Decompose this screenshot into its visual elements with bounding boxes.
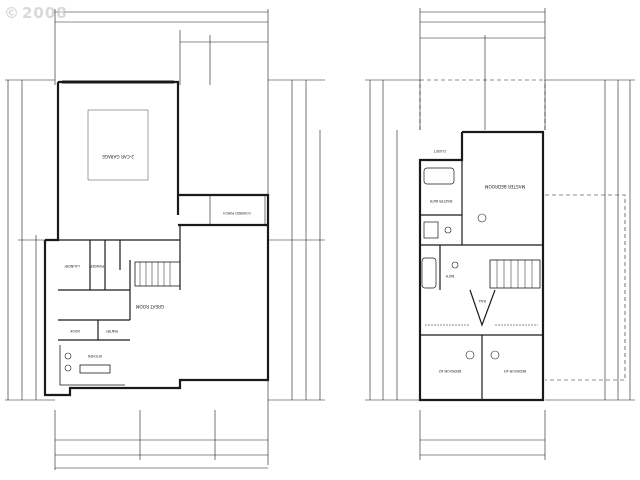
main-floor-dimension-lines	[5, 9, 325, 470]
room-label: LAUNDRY	[64, 264, 79, 268]
room-label: BEDROOM #3	[504, 369, 526, 373]
room-label: KITCHEN	[87, 354, 101, 358]
upper-floor-dimension-lines	[365, 8, 635, 460]
room-label: NOOK	[69, 329, 79, 333]
room-label: MASTER BEDROOM	[484, 184, 525, 189]
main-floor-interior-walls	[58, 80, 266, 386]
upper-floor-interior-walls	[420, 160, 543, 400]
room-label: GREAT ROOM	[135, 304, 164, 309]
room-label: CLOSET	[434, 149, 446, 153]
room-label: PANTRY	[106, 329, 118, 333]
room-label: COVERED PORCH	[223, 211, 251, 215]
room-label: BATH	[445, 274, 454, 278]
room-label: POWDER	[89, 264, 104, 268]
main-floor-plan: 2-CAR GARAGE GREAT ROOM KITCHEN NOOK LAU…	[5, 9, 325, 470]
room-label: HALL	[478, 299, 486, 303]
room-label: MASTER BATH	[429, 199, 452, 203]
upper-floor-plan: MASTER BEDROOM MASTER BATH BEDROOM #2 BE…	[365, 8, 635, 460]
room-label: BEDROOM #2	[439, 369, 461, 373]
copyright-watermark: 2008	[4, 4, 68, 22]
room-label: 2-CAR GARAGE	[102, 154, 134, 159]
